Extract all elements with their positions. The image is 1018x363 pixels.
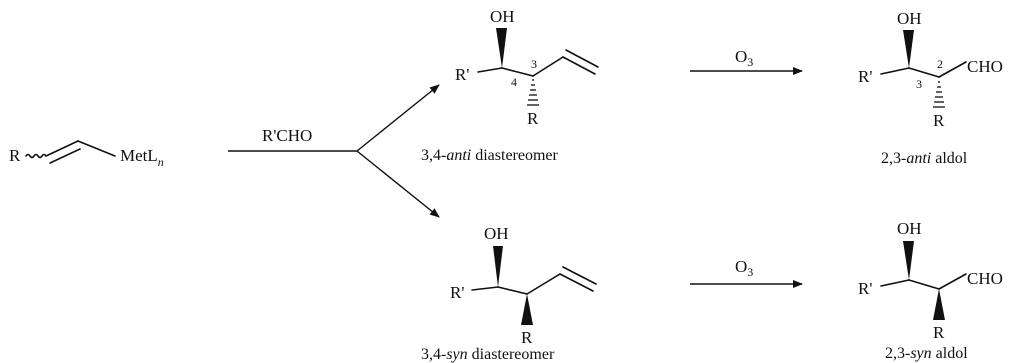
bond-c3-vinyl <box>532 56 564 77</box>
locant-3: 3 <box>531 57 537 71</box>
syn-homoallyl-r: R <box>521 328 533 347</box>
r-wedge <box>933 289 945 320</box>
anti-aldol-rprime: R' <box>858 67 872 86</box>
syn-aldol-oh: OH <box>897 219 922 238</box>
anti-homoallylic-alcohol: OH R' 4 3 R 3,4-anti diastereomer <box>421 7 599 164</box>
vinyl-double-bond-b <box>565 49 599 68</box>
anti-aldol-r: R <box>933 111 945 130</box>
bond-c3-c2 <box>908 67 940 78</box>
bond-c3-vinyl <box>526 273 561 295</box>
allyl-bond <box>77 140 116 157</box>
syn-homoallyl-oh: OH <box>484 224 509 243</box>
oh-wedge <box>496 28 507 68</box>
r-wedge <box>521 294 533 325</box>
r-hashed-bond <box>527 79 539 106</box>
vinyl-double-bond-b <box>562 266 597 285</box>
reactant-r-label: R <box>9 146 21 165</box>
bond-c2-cho <box>938 61 967 78</box>
vinyl-double-bond-a <box>559 273 594 292</box>
bond-rprime-c4 <box>477 67 503 73</box>
branching-arrow: R'CHO <box>228 84 440 218</box>
anti-homoallyl-oh: OH <box>490 7 515 26</box>
r-hashed-bond <box>933 81 945 108</box>
syn-homoallyl-caption: 3,4-syn diastereomer <box>421 346 555 363</box>
vinyl-double-bond-a <box>562 56 596 75</box>
syn-aldol-caption: 2,3-syn aldol <box>885 345 968 362</box>
bond-rprime-c4 <box>471 286 499 291</box>
reagent-rcho-label: R'CHO <box>262 126 312 145</box>
reagent-o3-label-top: O3 <box>735 47 753 69</box>
bond-c2-cho <box>938 273 967 290</box>
syn-aldol-r: R <box>933 323 945 342</box>
locant-2: 2 <box>937 57 943 71</box>
anti-homoallyl-r: R <box>527 109 539 128</box>
bond-c3-c2 <box>908 279 940 290</box>
locant-3: 3 <box>916 77 922 91</box>
bond-rprime-c3 <box>880 67 910 75</box>
syn-aldol-rprime: R' <box>858 279 872 298</box>
syn-homoallylic-alcohol: OH R' R 3,4-syn diastereomer <box>421 224 597 363</box>
anti-aldol-oh: OH <box>897 9 922 28</box>
reagent-o3-label-bottom: O3 <box>735 257 753 279</box>
anti-homoallyl-caption: 3,4-anti diastereomer <box>421 147 559 164</box>
reactant-metal-label: MetLn <box>120 146 164 169</box>
ozonolysis-arrow-bottom: O3 <box>690 257 803 288</box>
locant-4: 4 <box>511 75 517 89</box>
bond-c4-c3 <box>497 286 528 295</box>
anti-homoallyl-rprime: R' <box>455 65 469 84</box>
bond-c4-c3 <box>501 67 534 77</box>
ozonolysis-arrow-top: O3 <box>690 47 803 75</box>
alkene-double-bond <box>49 148 81 164</box>
bond-rprime-c3 <box>880 279 910 287</box>
syn-aldol-product: OH R' R CHO 2,3-syn aldol <box>858 219 1003 362</box>
oh-wedge <box>903 30 914 68</box>
alkene-bond <box>45 140 79 157</box>
allylmetal-reactant: R MetLn <box>9 140 164 169</box>
syn-aldol-cho: CHO <box>967 269 1003 288</box>
anti-aldol-product: OH R' 3 2 R CHO 2,3-anti aldol <box>858 9 1003 167</box>
arrow-branch-down <box>356 150 440 218</box>
oh-wedge <box>903 241 914 280</box>
wavy-bond <box>25 153 47 159</box>
anti-aldol-caption: 2,3-anti aldol <box>881 150 968 167</box>
arrow-branch-up <box>356 84 440 152</box>
anti-aldol-cho: CHO <box>967 57 1003 76</box>
oh-wedge <box>493 246 503 287</box>
syn-homoallyl-rprime: R' <box>450 283 464 302</box>
